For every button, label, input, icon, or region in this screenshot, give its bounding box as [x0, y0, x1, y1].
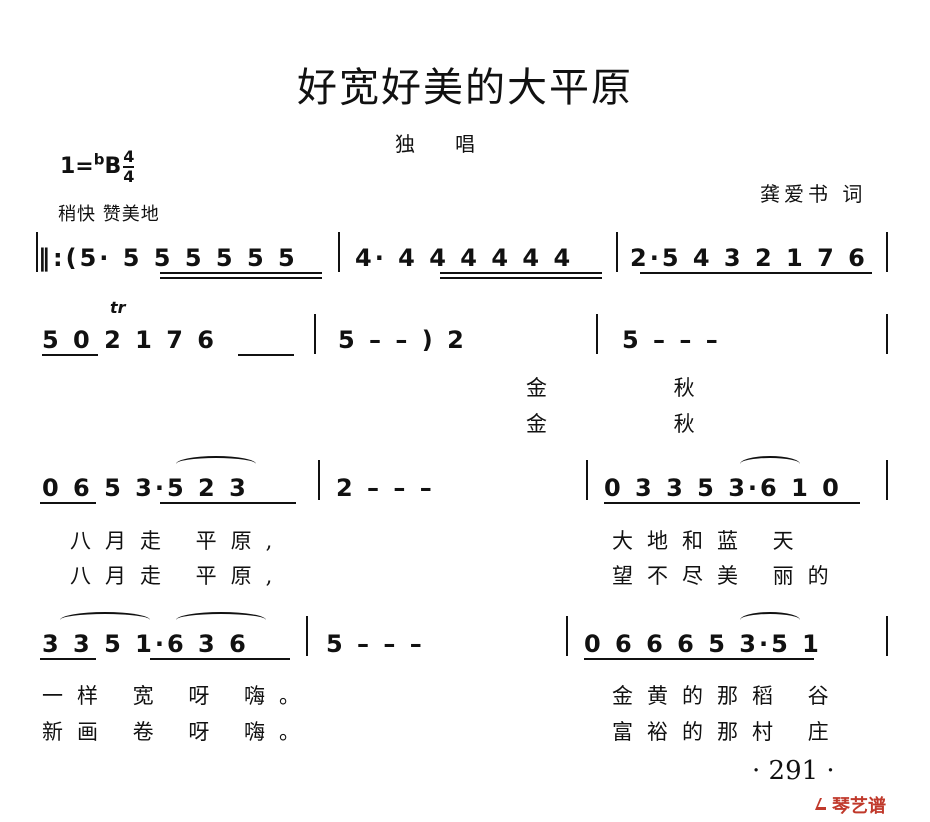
barline [886, 460, 888, 500]
line3-measure2: 2 – – – [336, 474, 435, 502]
line2-measure2: 5 – – ) 2 [338, 326, 467, 354]
slur [176, 612, 266, 628]
beam [440, 277, 602, 279]
line2-verse1: 金 秋 [526, 376, 755, 400]
line3-verse2-b: 望不尽美 丽的 [612, 564, 843, 588]
watermark: 琴艺谱 [832, 796, 886, 817]
beam [160, 272, 322, 274]
barline [566, 616, 568, 656]
line1-measure3: 2·5 4 3 2 1 7 6 [630, 244, 868, 272]
beam [150, 658, 290, 660]
key-prefix: 1= [60, 154, 94, 179]
slur [60, 612, 150, 628]
line4-verse2-a: 新画 卷 呀 嗨。 [42, 720, 315, 744]
beam [584, 658, 814, 660]
slur [740, 612, 800, 628]
beam [40, 502, 96, 504]
barline [36, 232, 38, 272]
line2-measure3: 5 – – – [622, 326, 721, 354]
line4-verse1-a: 一样 宽 呀 嗨。 [42, 684, 315, 708]
time-numerator: 4 [123, 147, 135, 168]
beam [40, 658, 96, 660]
beam [42, 354, 98, 356]
barline [616, 232, 618, 272]
barline [596, 314, 598, 354]
line3-verse1-b: 大地和蓝 天 [612, 529, 808, 553]
page-number: · 291 · [752, 756, 835, 786]
beam [604, 502, 860, 504]
line3-measure1: 0 6 5 3·5 2 3 [42, 474, 249, 502]
line1-measure2: 4· 4 4 4 4 4 4 [355, 244, 574, 272]
subtitle: 独唱 [395, 132, 515, 156]
key-flat: b [93, 150, 105, 169]
line2-verse2: 金 秋 [526, 412, 755, 436]
barline [886, 314, 888, 354]
line4-verse1-b: 金黄的那稻 谷 [612, 684, 843, 708]
key-note: B [104, 154, 122, 179]
line4-measure3: 0 6 6 6 5 3·5 1 [584, 630, 822, 658]
beam [640, 272, 872, 274]
line4-measure1: 3 3 5 1·6 3 6 [42, 630, 249, 658]
line4-measure2: 5 – – – [326, 630, 425, 658]
line2-measure1: 5 0 2 1 7 6 [42, 326, 217, 354]
line4-verse2-b: 富裕的那村 庄 [612, 720, 843, 744]
tempo-marking: 稍快 赞美地 [58, 204, 160, 225]
lyricist: 龚爱书 词 [760, 182, 867, 206]
beam [160, 277, 322, 279]
beam [160, 502, 296, 504]
page-title: 好宽好美的大平原 [297, 65, 633, 111]
music-logo-icon [815, 798, 826, 810]
line3-measure3: 0 3 3 5 3·6 1 0 [604, 474, 842, 502]
barline [586, 460, 588, 500]
line3-verse2-a: 八月走 平原, [70, 564, 287, 588]
beam [238, 354, 294, 356]
barline [314, 314, 316, 354]
line3-verse1-a: 八月走 平原, [70, 529, 287, 553]
slur [740, 456, 800, 472]
barline [886, 616, 888, 656]
trill-mark: tr [110, 298, 126, 317]
barline [306, 616, 308, 656]
slur [176, 456, 256, 472]
beam [440, 272, 602, 274]
line1-measure1: ‖:(5· 5 5 5 5 5 5 [38, 244, 298, 272]
barline [338, 232, 340, 272]
time-denominator: 4 [123, 167, 135, 186]
barline [886, 232, 888, 272]
barline [318, 460, 320, 500]
